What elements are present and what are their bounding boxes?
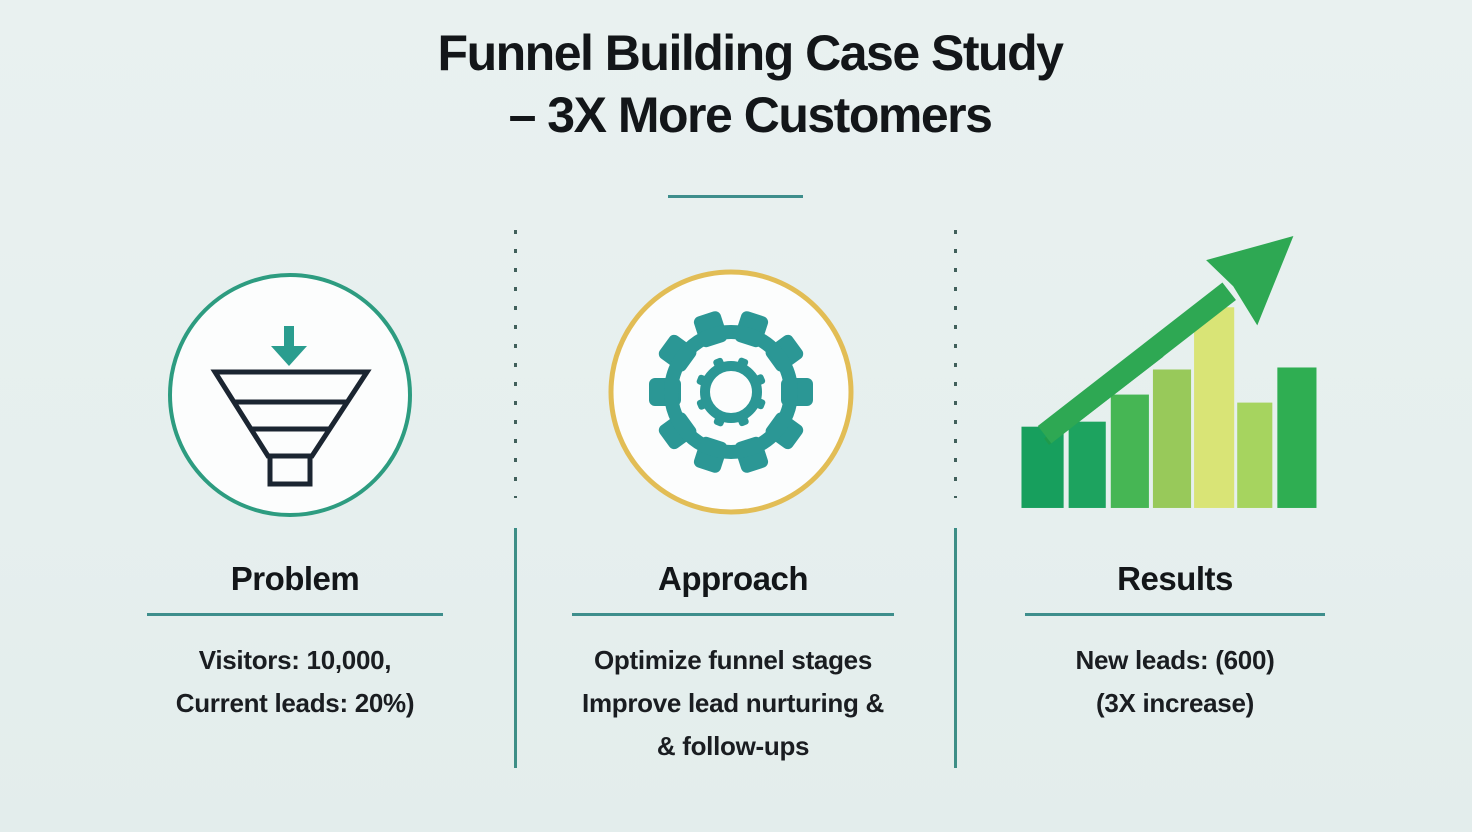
gear-shape: [649, 311, 813, 473]
title-divider: [668, 195, 803, 198]
column-divider-solid-left: [514, 528, 517, 768]
problem-column: Problem Visitors: 10,000, Current leads:…: [105, 560, 485, 725]
approach-line-2: Improve lead nurturing &: [582, 688, 884, 718]
page-title: Funnel Building Case Study – 3X More Cus…: [30, 22, 1470, 146]
problem-line-1: Visitors: 10,000,: [198, 645, 392, 675]
results-heading: Results: [1117, 560, 1233, 597]
results-line-2: (3X increase): [1096, 688, 1254, 718]
problem-heading-underline: [147, 613, 443, 616]
growth-arrow-icon: [1037, 236, 1294, 445]
problem-heading: Problem: [230, 560, 360, 597]
down-arrow-icon: [271, 326, 307, 366]
problem-text: Visitors: 10,000, Current leads: 20%): [105, 639, 485, 725]
growth-bar-chart-icon: [1021, 236, 1317, 508]
approach-column: Approach Optimize funnel stages Improve …: [543, 560, 923, 768]
bars: [1021, 307, 1317, 508]
funnel-circle: [168, 273, 412, 517]
results-column: Results New leads: (600) (3X increase): [985, 560, 1365, 725]
funnel-shape: [210, 369, 372, 487]
column-divider-solid-right: [954, 528, 957, 768]
funnel-icon: [168, 273, 412, 517]
problem-line-2: Current leads: 20%): [175, 688, 415, 718]
results-heading-underline: [1025, 613, 1325, 616]
approach-heading: Approach: [657, 560, 809, 597]
results-line-1: New leads: (600): [1075, 645, 1275, 675]
column-divider-dotted-right: [954, 230, 957, 498]
gear-circle: [608, 269, 854, 515]
results-text: New leads: (600) (3X increase): [985, 639, 1365, 725]
approach-heading-underline: [572, 613, 894, 616]
approach-line-3: & follow-ups: [656, 731, 810, 761]
gear-icon: [608, 269, 854, 515]
column-divider-dotted-left: [514, 230, 517, 498]
approach-line-1: Optimize funnel stages: [593, 645, 872, 675]
approach-text: Optimize funnel stages Improve lead nurt…: [543, 639, 923, 768]
title-line-1: Funnel Building Case Study: [437, 25, 1064, 81]
title-line-2: – 3X More Customers: [508, 87, 993, 143]
